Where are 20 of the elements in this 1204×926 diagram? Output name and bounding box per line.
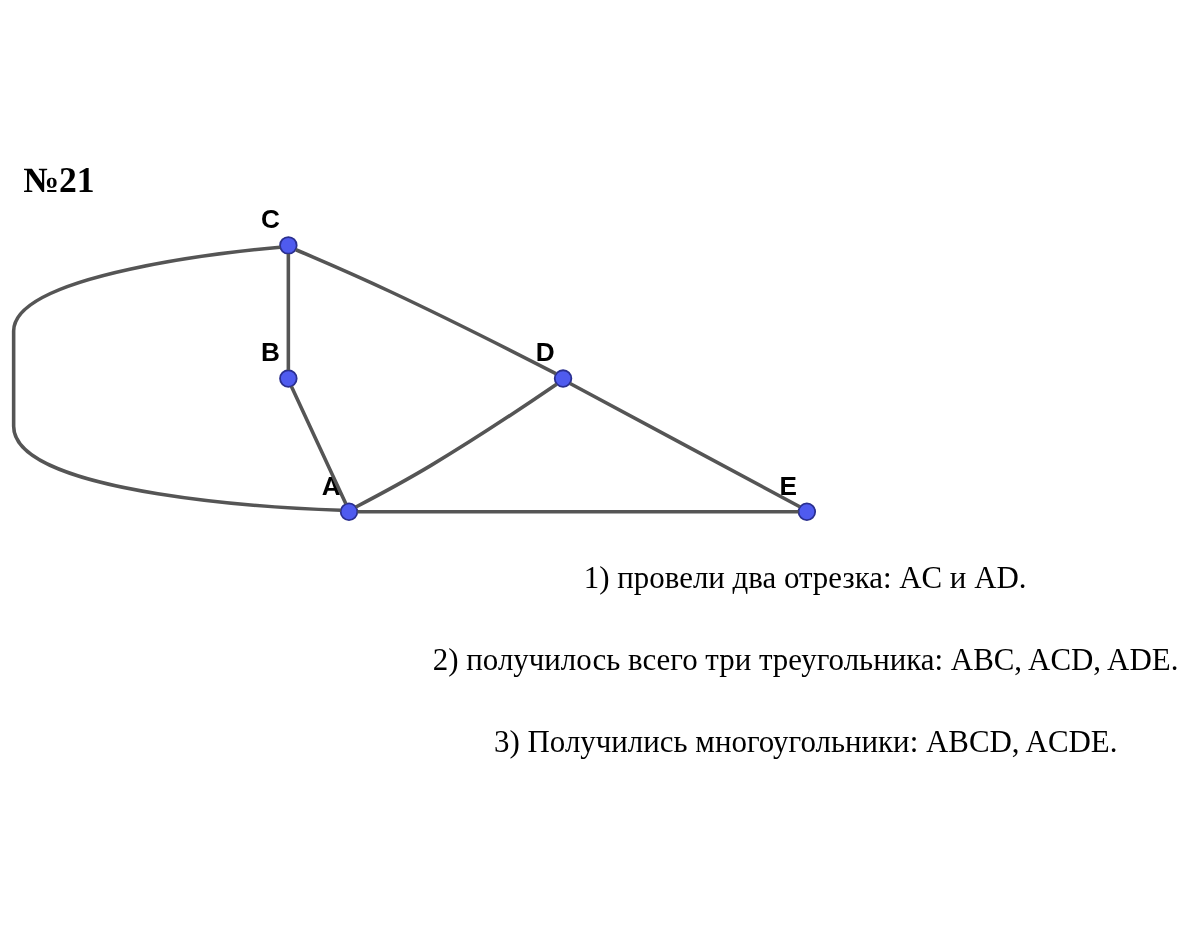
node-circle <box>553 369 573 388</box>
connector <box>286 254 291 371</box>
label: 3) Получились многоугольники: ABCD, ACDE. <box>494 723 1118 759</box>
node-circle <box>279 236 298 255</box>
connector <box>11 245 341 513</box>
node-label: D <box>535 337 555 368</box>
diagram-title: №21 <box>23 159 95 200</box>
node-label: B <box>261 337 280 368</box>
connector <box>289 385 348 505</box>
node-label: E <box>779 470 797 501</box>
connector <box>355 382 558 509</box>
label: 2) получилось всего три треугольника: ABC, ACD, ADE. <box>432 641 1179 677</box>
node-circle <box>797 502 817 521</box>
connector <box>569 381 801 509</box>
connector <box>295 248 557 376</box>
node-circle <box>339 502 359 521</box>
node-label: C <box>261 204 280 235</box>
label: 1) провели два отрезка: AC и AD. <box>583 559 1027 595</box>
connector <box>357 509 799 514</box>
node-circle <box>279 369 298 388</box>
